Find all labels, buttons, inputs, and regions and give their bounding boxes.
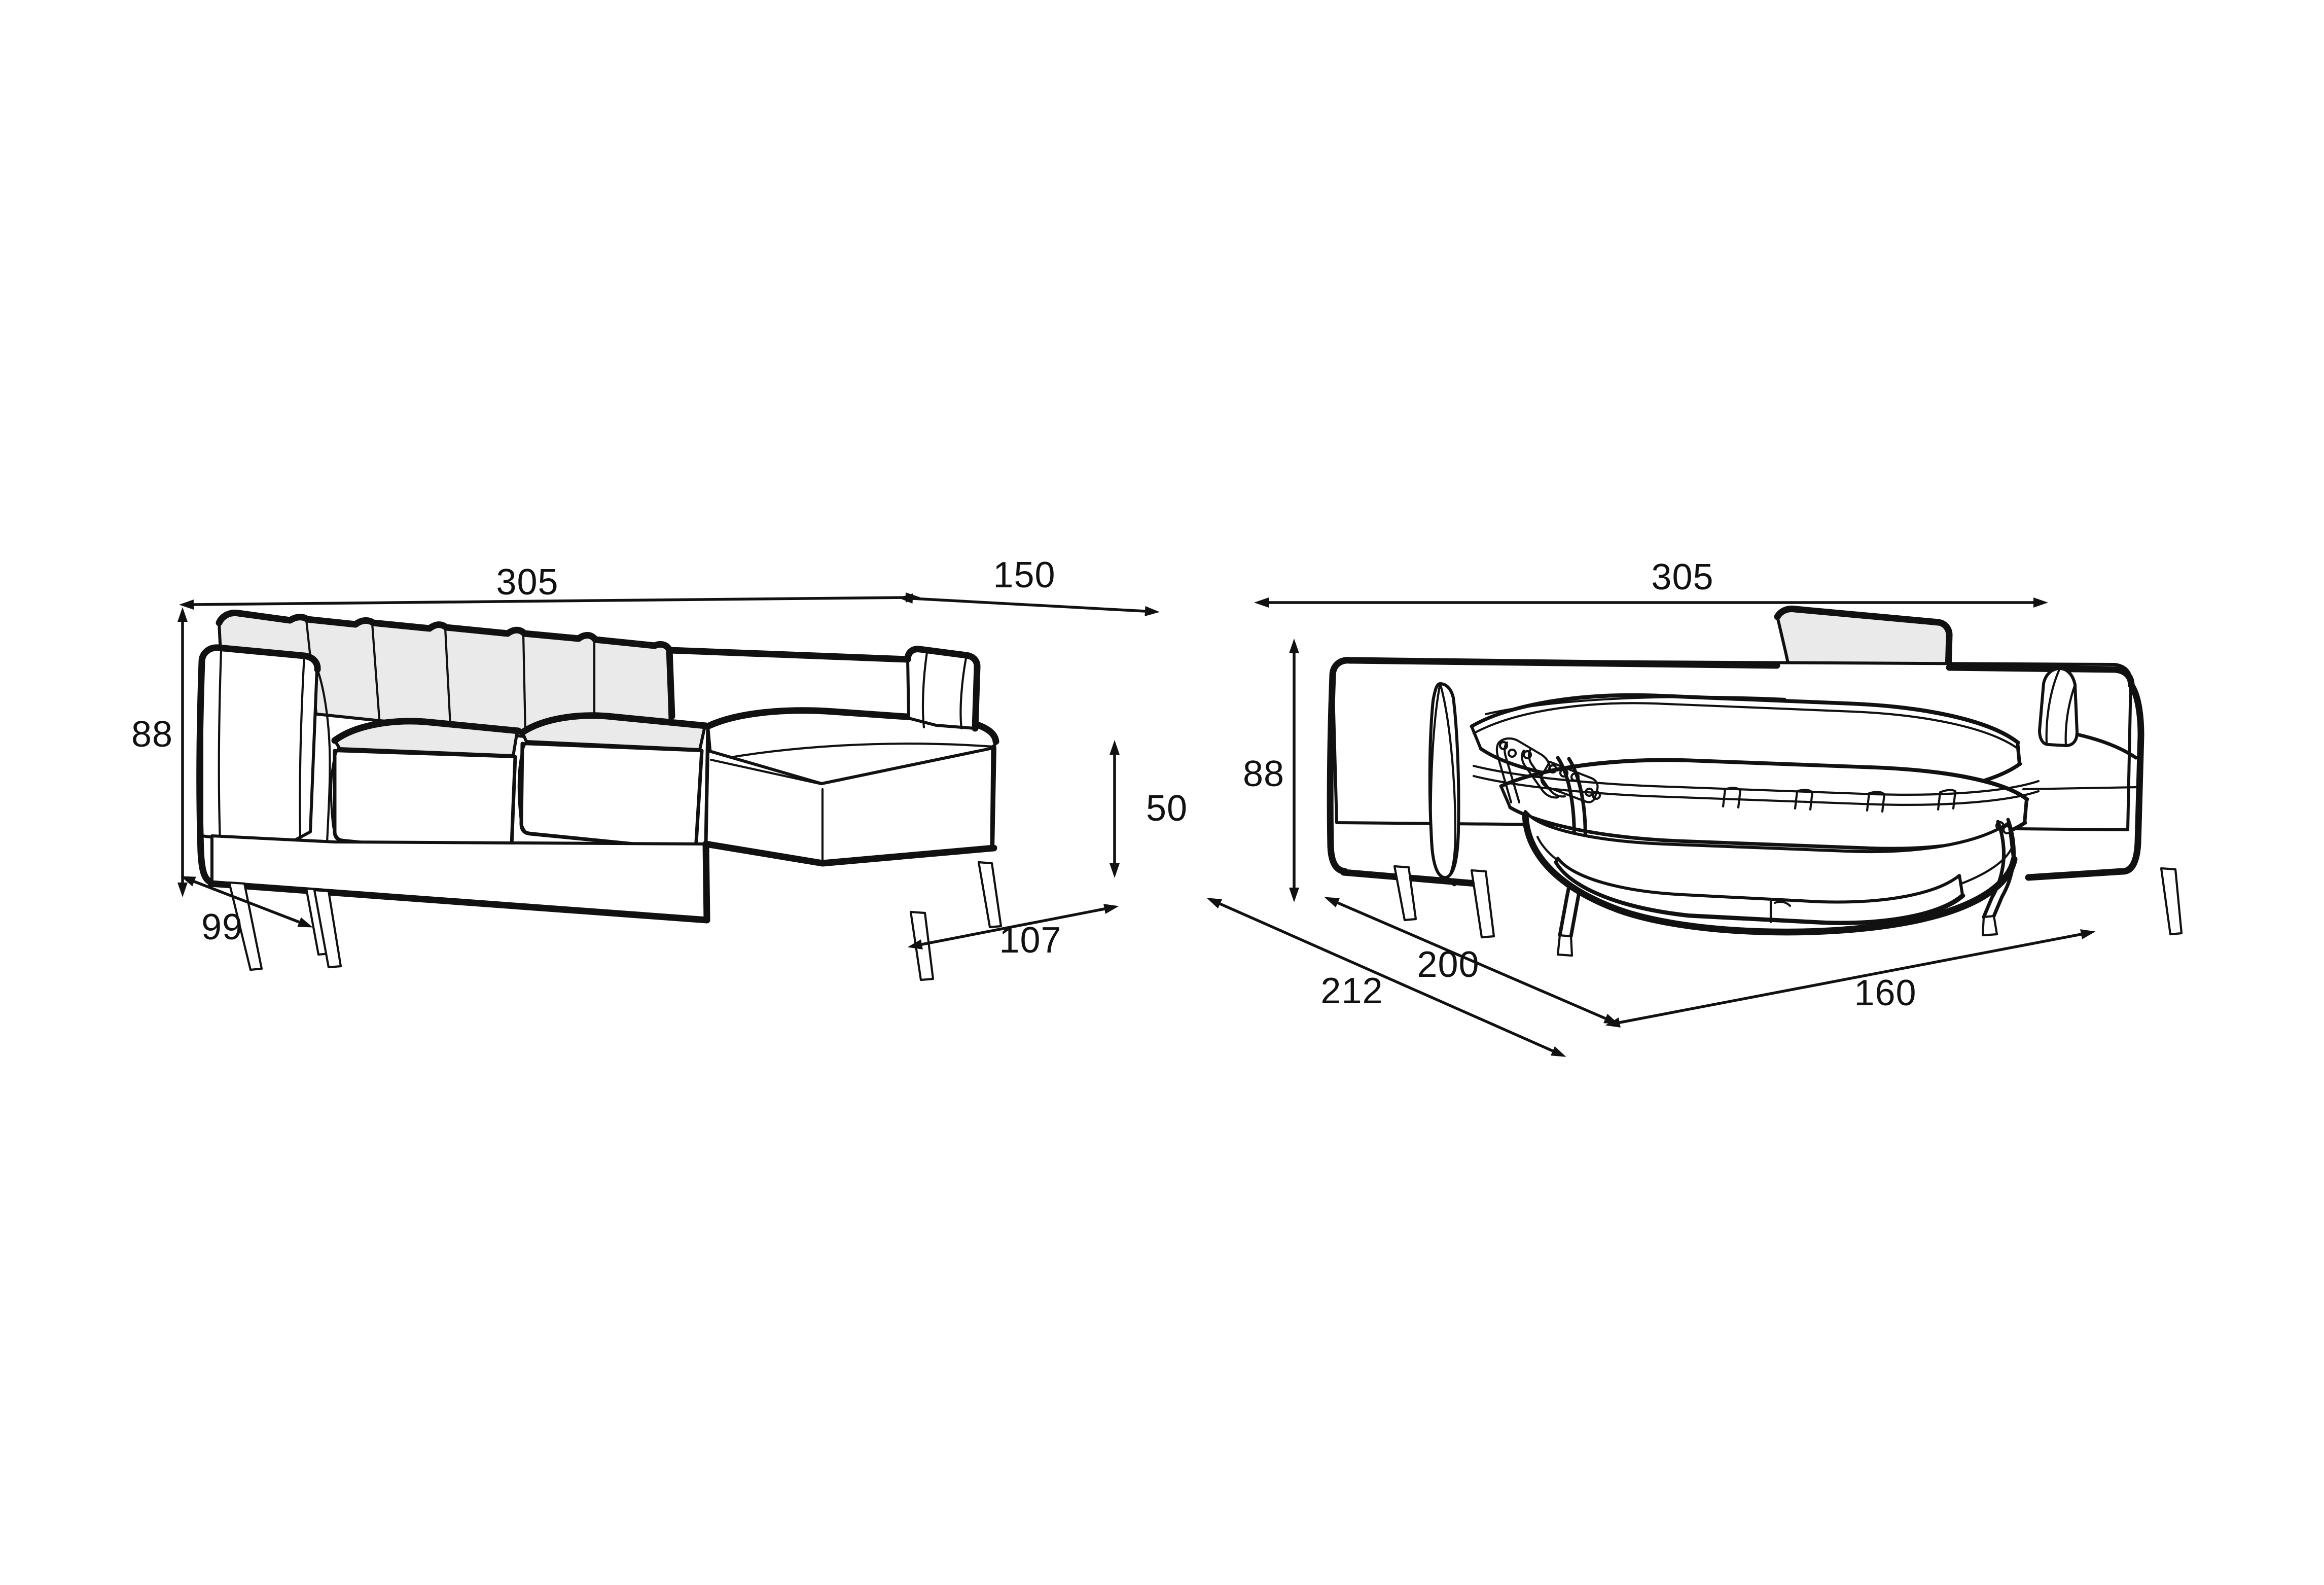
sofa-left-armrest [196, 644, 331, 886]
leg-front-chaise [909, 910, 935, 981]
leg-back-left-open [1393, 865, 1417, 922]
leg-front-left-open [1470, 869, 1495, 939]
bed-right-armrest [2022, 667, 2144, 881]
dim-depth-99-label: 99 [201, 907, 243, 947]
dim-open-depth-212 [1206, 898, 1566, 1057]
dim-depth-99 [180, 876, 313, 928]
view-sofa-bed-open: 305 88 212 200 160 [1206, 557, 2183, 1057]
dim-depth-107-label: 107 [999, 920, 1061, 961]
dim-open-width-160 [1605, 929, 2096, 1028]
dim-open-depth-200 [1324, 897, 1619, 1025]
dim-open-width-305-label: 305 [1651, 557, 1713, 597]
sofa-chaise-module [667, 646, 999, 867]
dim-height-88-label: 88 [131, 714, 173, 755]
bed-folded-cushions [1554, 857, 1965, 925]
dim-open-depth-200-label: 200 [1417, 944, 1479, 985]
dim-height-50-label: 50 [1146, 788, 1188, 829]
leg-mid-left [313, 889, 342, 969]
dim-open-depth-212-label: 212 [1320, 971, 1383, 1011]
dim-open-width-160-label: 160 [1854, 973, 1916, 1013]
dim-width-150-label: 150 [993, 555, 1055, 595]
bed-left-armrest [1428, 682, 1460, 887]
dim-width-305-label: 305 [496, 562, 558, 603]
dim-open-height-88-label: 88 [1243, 754, 1284, 794]
dim-width-305 [179, 592, 920, 610]
dim-depth-107 [907, 904, 1119, 949]
sofa-base-skirt [207, 834, 710, 924]
leg-right-open [2160, 867, 2183, 936]
sofa-seat-cushions [330, 712, 709, 859]
bed-frame-rail [1472, 764, 2040, 813]
view-sofa-closed: 305 150 88 50 99 [131, 555, 1188, 981]
dim-width-150 [898, 593, 1160, 616]
leg-back-chaise [977, 861, 1003, 929]
